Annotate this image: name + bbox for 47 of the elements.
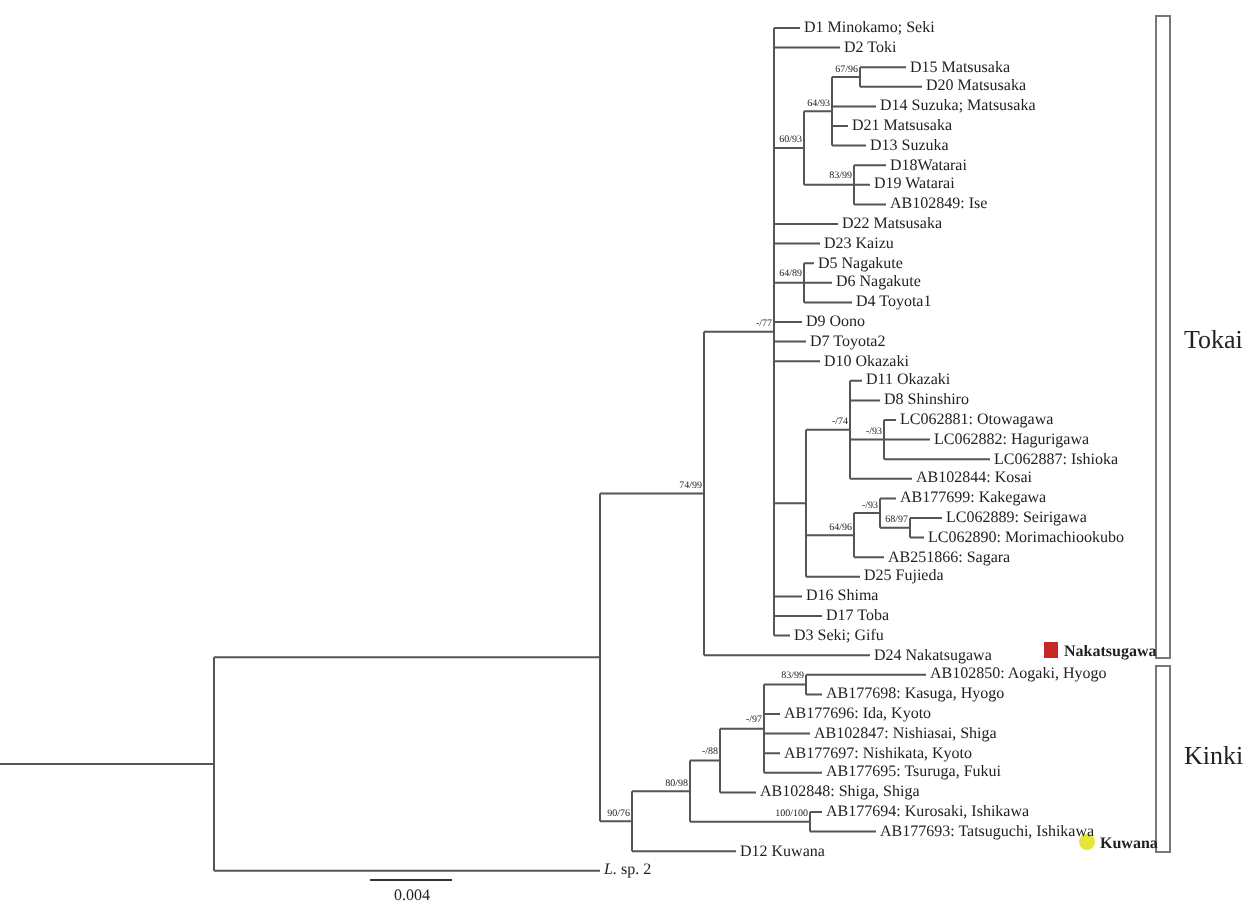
taxon-label: D13 Suzuka (870, 135, 949, 154)
taxon-label: LC062890: Morimachiookubo (928, 527, 1124, 546)
scale-label: 0.004 (394, 886, 430, 904)
taxon-label: AB177694: Kurosaki, Ishikawa (826, 802, 1030, 820)
taxon-label: D18Watarai (890, 155, 967, 174)
taxon-label: D8 Shinshiro (884, 390, 969, 409)
taxon-label: D24 Nakatsugawa (874, 645, 992, 664)
taxon-label: LC062887: Ishioka (994, 449, 1118, 468)
taxon-label: AB177698: Kasuga, Hyogo (826, 684, 1005, 703)
taxon-label: AB102850: Aogaki, Hyogo (930, 664, 1107, 683)
taxon-label: D15 Matsusaka (910, 57, 1010, 76)
taxon-label: AB177696: Ida, Kyoto (784, 704, 932, 722)
taxon-label: D21 Matsusaka (852, 116, 952, 134)
taxon-label: AB177693: Tatsuguchi, Ishikawa (880, 821, 1095, 840)
taxon-label: AB177695: Tsuruga, Fukui (826, 762, 1002, 781)
taxon-label: D7 Toyota2 (810, 331, 886, 350)
taxon-label: D22 Matsusaka (842, 214, 942, 232)
taxon-label: L. sp. 2 (604, 860, 652, 879)
taxon-label: AB102848: Shiga, Shiga (760, 782, 920, 801)
taxon-label: D11 Okazaki (866, 370, 951, 389)
taxon-label: D9 Oono (806, 312, 866, 330)
taxon-label: D23 Kaizu (824, 233, 894, 252)
taxon-label: LC062881: Otowagawa (900, 410, 1054, 428)
taxon-label: D2 Toki (844, 37, 897, 56)
taxon-label: D14 Suzuka; Matsusaka (880, 96, 1036, 115)
taxon-label: D10 Okazaki (824, 351, 909, 370)
taxon-label: AB102847: Nishiasai, Shiga (814, 723, 997, 742)
taxon-label: D6 Nagakute (836, 272, 921, 291)
taxon-label: D25 Fujieda (864, 566, 944, 585)
taxon-label: D12 Kuwana (740, 841, 825, 860)
taxon-label: AB177697: Nishikata, Kyoto (784, 743, 972, 762)
clade-label: Tokai (1184, 326, 1243, 354)
taxon-label: D4 Toyota1 (856, 292, 932, 311)
taxon-label: D1 Minokamo; Seki (804, 18, 935, 36)
taxon-label: AB102849: Ise (890, 194, 988, 213)
taxon-label: AB177699: Kakegawa (900, 488, 1047, 507)
taxon-label: AB251866: Sagara (888, 547, 1011, 566)
taxon-label: D19 Watarai (874, 174, 955, 193)
taxon-label: D5 Nagakute (818, 253, 903, 272)
taxon-label: D20 Matsusaka (926, 76, 1026, 95)
taxon-label: LC062882: Hagurigawa (934, 429, 1090, 448)
clade-label: Kinki (1184, 742, 1244, 770)
taxon-label: D3 Seki; Gifu (794, 625, 884, 644)
taxon-label: AB102844: Kosai (916, 468, 1032, 487)
taxon-label: LC062889: Seirigawa (946, 508, 1087, 526)
taxon-label: D17 Toba (826, 606, 890, 624)
taxon-label: D16 Shima (806, 586, 879, 605)
